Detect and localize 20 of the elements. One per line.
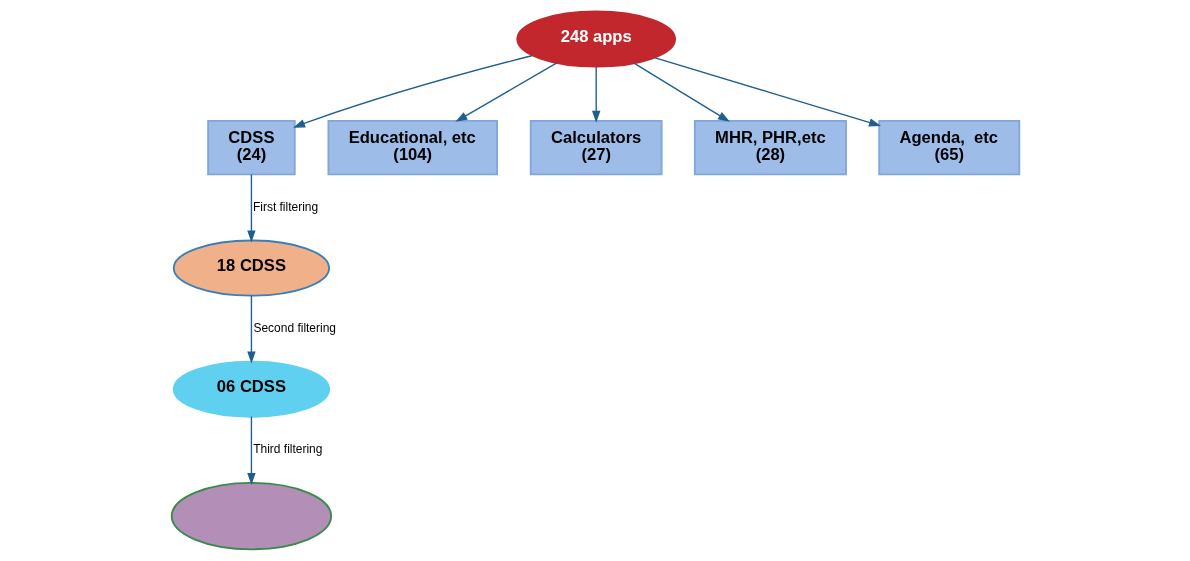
node-box: Calculators (27) — [529, 119, 663, 176]
node-ellipse: 18 CDSS — [172, 239, 330, 297]
arrow — [292, 54, 533, 128]
arrow — [632, 62, 730, 122]
node-ellipse — [170, 482, 332, 551]
edge-label: First filtering — [252, 199, 318, 214]
node-box: Agenda, etc (65) — [877, 119, 1020, 176]
arrow — [454, 62, 558, 122]
arrow — [246, 173, 256, 243]
edge-label: Third filtering — [252, 441, 322, 456]
node-box: MHR, PHR,etc (28) — [693, 119, 847, 176]
node-ellipse: 06 CDSS — [172, 360, 330, 418]
arrow — [591, 65, 600, 123]
node-box: CDSS (24) — [206, 119, 296, 176]
node-box: Educational, etc (104) — [326, 119, 498, 176]
node-ellipse: 248 apps — [515, 10, 676, 68]
arrow — [653, 56, 881, 127]
arrow — [246, 415, 256, 485]
arrow — [246, 294, 256, 364]
edge-label: Second filtering — [252, 320, 336, 335]
